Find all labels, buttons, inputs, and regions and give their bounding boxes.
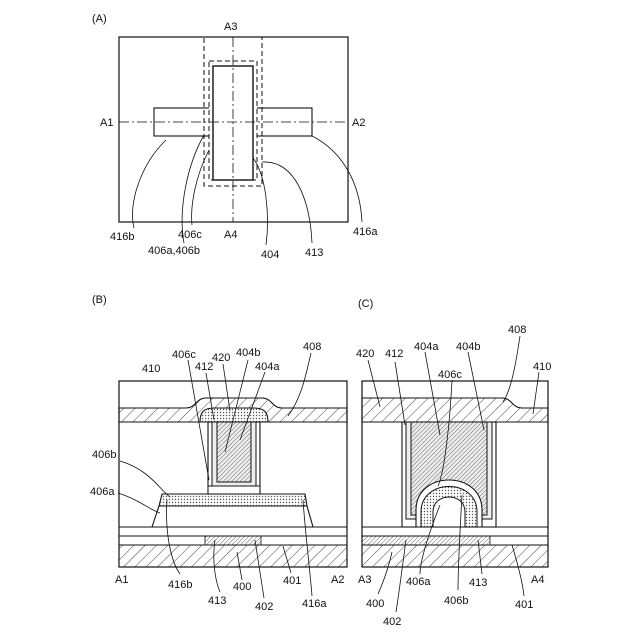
label-416b-plan: 416b	[110, 231, 134, 243]
label-413-plan: 413	[305, 247, 323, 259]
label-402-c: 402	[383, 616, 401, 628]
label-406b-b: 406b	[92, 449, 116, 461]
panel-label-a: (A)	[92, 13, 107, 25]
cut-label-a1-b: A1	[115, 574, 128, 586]
label-410-c: 410	[533, 361, 551, 373]
label-412-c: 412	[385, 348, 403, 360]
label-410-b: 410	[142, 363, 160, 375]
label-404a-c: 404a	[414, 341, 439, 353]
cut-label-a2-b: A2	[331, 574, 344, 586]
label-413-b: 413	[208, 595, 226, 607]
section-a3-a4: (C) 408 420 412 404a 40	[356, 298, 551, 628]
section-a1-a2: (B) 410 40	[90, 294, 347, 613]
cut-label-a4: A4	[224, 229, 237, 241]
label-412-b: 412	[195, 361, 213, 373]
cut-label-a1: A1	[100, 117, 113, 129]
cut-label-a3-c: A3	[358, 574, 371, 586]
cut-label-a3: A3	[224, 21, 237, 33]
gate-404a-b	[217, 422, 251, 482]
label-400-c: 400	[366, 598, 384, 610]
label-416a-plan: 416a	[353, 226, 378, 238]
label-416b-b: 416b	[168, 579, 192, 591]
panel-label-c: (C)	[358, 298, 373, 310]
label-401-b: 401	[283, 575, 301, 587]
label-413-c: 413	[469, 577, 487, 589]
layer-413-b	[205, 536, 261, 545]
label-408-c: 408	[508, 324, 526, 336]
semiconductor-406b-b	[159, 494, 307, 506]
panel-label-b: (B)	[92, 294, 107, 306]
label-404b-b: 404b	[236, 347, 260, 359]
label-406a-b: 406a	[90, 486, 115, 498]
label-404-plan: 404	[261, 249, 279, 261]
label-406b-c: 406b	[444, 595, 468, 607]
label-416a-b: 416a	[302, 598, 327, 610]
substrate-400-c	[362, 545, 548, 567]
label-420-c: 420	[356, 348, 374, 360]
label-401-c: 401	[515, 599, 533, 611]
label-404b-c: 404b	[456, 341, 480, 353]
plan-view: (A) A1 A2 A3 A4 416b 406c 406a,406b 404 …	[92, 13, 378, 261]
substrate-400-b	[119, 545, 347, 567]
label-402-b: 402	[255, 601, 273, 613]
label-406a-406b-plan: 406a,406b	[148, 245, 200, 257]
semiconductor-406a-b	[152, 506, 313, 527]
label-406c-c: 406c	[438, 369, 462, 381]
label-400-b: 400	[233, 581, 251, 593]
label-420-b: 420	[212, 352, 230, 364]
channel-406c-b	[208, 486, 260, 494]
label-406c-plan: 406c	[178, 229, 202, 241]
label-408-b: 408	[303, 341, 321, 353]
cut-label-a2: A2	[352, 117, 365, 129]
label-404a-b: 404a	[255, 361, 280, 373]
label-406a-c: 406a	[406, 576, 431, 588]
label-406c-b: 406c	[172, 349, 196, 361]
cut-label-a4-c: A4	[531, 574, 544, 586]
